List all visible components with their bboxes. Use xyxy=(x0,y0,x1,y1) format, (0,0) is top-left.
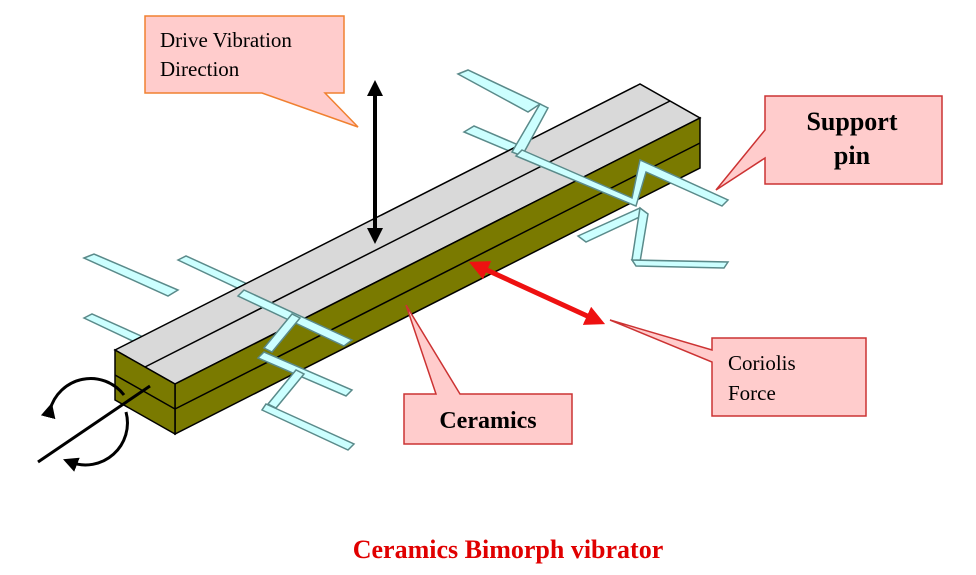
figure-caption: Ceramics Bimorph vibrator xyxy=(353,535,664,564)
callout-support-pin: Support pin xyxy=(715,95,943,191)
double-arrow-diagonal-icon xyxy=(468,261,606,325)
callout-support-line1: Support xyxy=(806,107,897,136)
support-pin-front-left xyxy=(236,289,356,451)
support-pin-front-right xyxy=(510,103,730,208)
rotation-arrow-icon xyxy=(37,377,151,472)
callout-coriolis-line1: Coriolis xyxy=(728,351,796,375)
callout-coriolis-force: Coriolis Force xyxy=(609,319,867,417)
callout-ceramics-line1: Ceramics xyxy=(439,408,536,434)
callout-drive-line2: Direction xyxy=(160,57,240,81)
callout-coriolis-line2: Force xyxy=(728,381,776,405)
callout-ceramics: Ceramics xyxy=(403,304,573,445)
ceramic-bar xyxy=(113,83,702,436)
callout-support-line2: pin xyxy=(834,141,871,170)
callout-drive-vibration: Drive Vibration Direction xyxy=(144,15,359,128)
callout-drive-line1: Drive Vibration xyxy=(160,28,292,52)
